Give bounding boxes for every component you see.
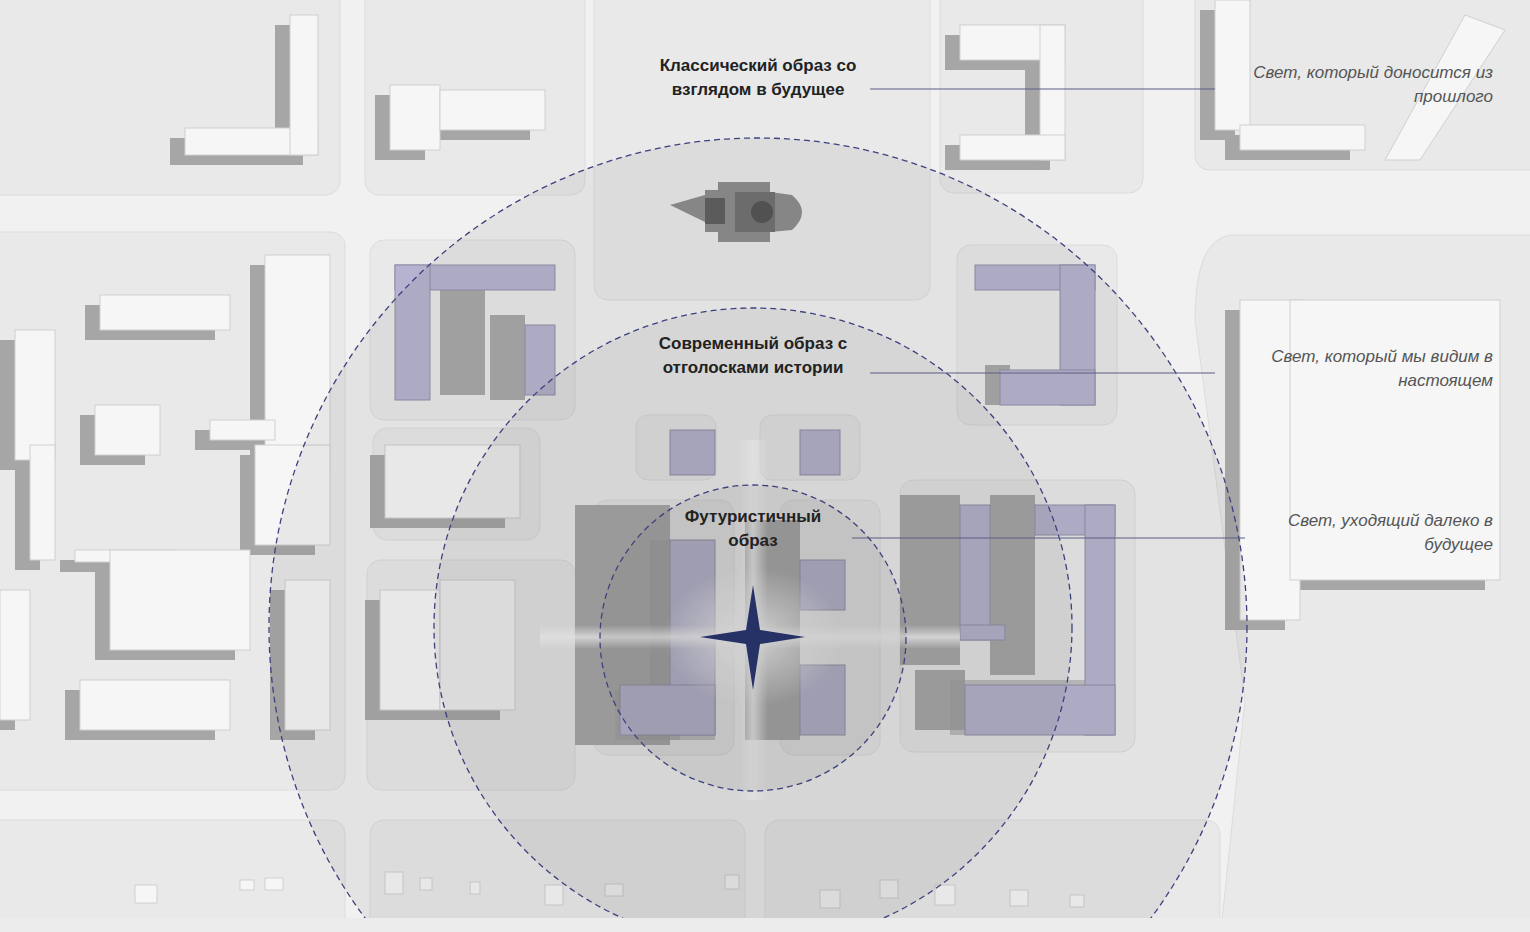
zone-circle: Современный образ с отголосками историиФ… xyxy=(433,307,1073,932)
leader-line xyxy=(870,373,1215,374)
zone-circle: Футуристичный образ xyxy=(599,484,907,792)
city-block xyxy=(365,0,585,195)
city-block xyxy=(1195,0,1530,170)
zone-title: Современный образ с отголосками истории xyxy=(648,332,858,380)
building xyxy=(0,590,30,720)
city-block xyxy=(1195,235,1530,932)
building xyxy=(30,445,55,560)
light-caption: Свет, который доносится из прошлого xyxy=(1223,61,1493,109)
leader-line xyxy=(870,89,1215,90)
dashed-circle xyxy=(600,485,906,791)
city-block xyxy=(0,0,340,195)
building xyxy=(390,85,440,150)
bottom-band xyxy=(0,918,1530,932)
building xyxy=(135,885,157,903)
building xyxy=(440,90,545,130)
zone-title: Классический образ со взглядом в будущее xyxy=(653,54,863,102)
light-caption: Свет, уходящий далеко в будущее xyxy=(1253,509,1493,557)
building xyxy=(960,135,1065,160)
leader-line xyxy=(852,538,1245,539)
dashed-circle xyxy=(269,138,1247,932)
building xyxy=(100,295,230,330)
building xyxy=(1215,0,1250,130)
building xyxy=(1240,125,1365,150)
building xyxy=(80,680,230,730)
city-block xyxy=(0,820,345,932)
building xyxy=(95,405,160,455)
zone-circle: Классический образ со взглядом в будущее… xyxy=(268,137,1248,932)
building xyxy=(290,15,318,155)
building xyxy=(210,420,275,440)
building xyxy=(265,878,283,890)
building xyxy=(15,330,55,460)
circle-outline xyxy=(599,484,907,792)
dashed-circle xyxy=(434,308,1072,932)
building xyxy=(110,550,250,650)
leader-line xyxy=(852,89,1245,538)
city-block xyxy=(940,0,1143,193)
zone-title: Футуристичный образ xyxy=(668,505,838,553)
building xyxy=(240,880,254,890)
light-caption: Свет, который мы видим в настоящем xyxy=(1223,345,1493,393)
